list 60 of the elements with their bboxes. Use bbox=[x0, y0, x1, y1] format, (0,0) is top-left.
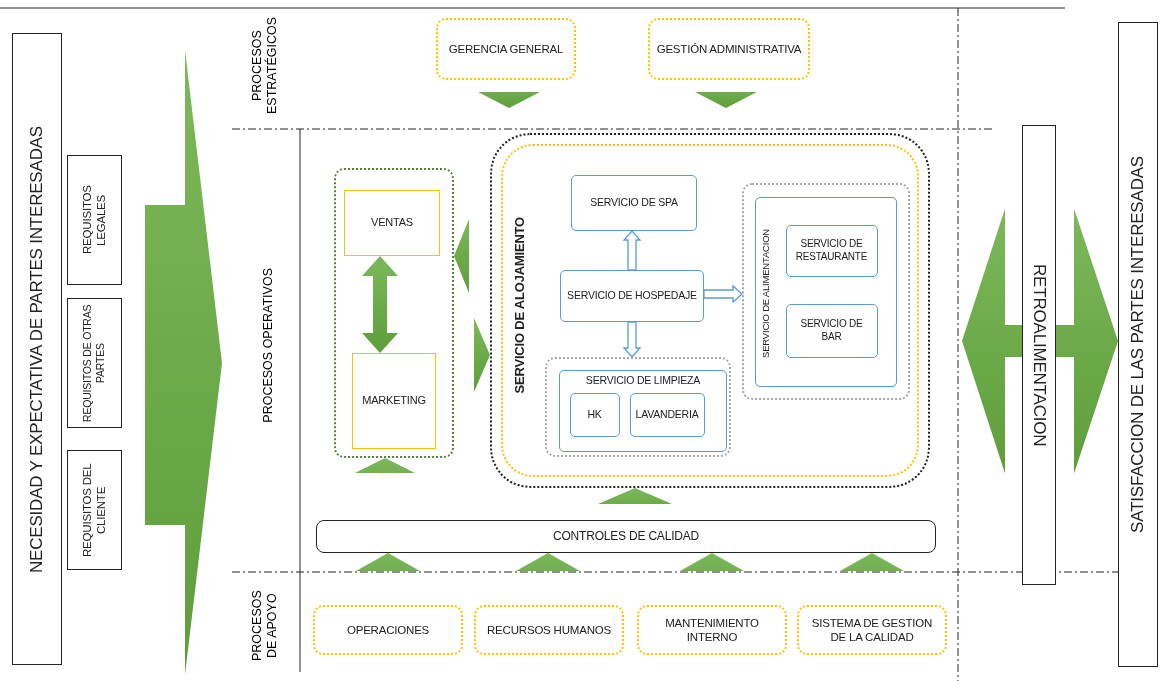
process-label: SISTEMA DE GESTION DE LA CALIDAD bbox=[810, 615, 934, 645]
outcome-box bbox=[1118, 22, 1158, 667]
feedback-box bbox=[1022, 125, 1056, 585]
process-box bbox=[344, 190, 440, 256]
group-box bbox=[545, 357, 731, 457]
process-label: GESTIÓN ADMINISTRATIVA bbox=[656, 41, 802, 57]
band-label: PROCESOS DE APOYO bbox=[250, 589, 280, 664]
process-label: RETROALIMENTACION bbox=[1028, 263, 1050, 447]
process-box bbox=[560, 270, 704, 322]
process-label: SERVICIO DE BAR bbox=[799, 318, 864, 343]
process-box bbox=[436, 18, 576, 80]
arrow bbox=[703, 284, 743, 304]
band-label: PROCESOS OPERATIVOS bbox=[260, 267, 276, 423]
process-label: REQUISITOS DEL CLIENTE bbox=[80, 462, 109, 559]
band-label: PROCESOS ESTRATÉGICOS bbox=[250, 16, 280, 116]
process-box bbox=[352, 353, 436, 449]
requirement-box bbox=[67, 450, 122, 570]
process-box bbox=[648, 18, 810, 80]
process-box bbox=[797, 605, 947, 655]
double-arrow bbox=[362, 256, 398, 353]
arrow bbox=[1056, 208, 1118, 474]
group-box bbox=[334, 168, 454, 458]
process-box bbox=[571, 175, 697, 231]
process-label: MANTENIMIENTO INTERNO bbox=[664, 615, 760, 645]
process-label: GERENCIA GENERAL bbox=[448, 41, 564, 57]
arrow bbox=[962, 208, 1022, 474]
group-box bbox=[755, 197, 897, 387]
process-box bbox=[569, 392, 620, 437]
process-label: REQUISITOS DE OTRAS PARTES bbox=[81, 304, 108, 422]
process-box bbox=[316, 520, 936, 553]
process-label: REQUISITOS LEGALES bbox=[80, 184, 109, 257]
process-label: NECESIDAD Y EXPECTATIVA DE PARTES INTERESADAS bbox=[26, 125, 48, 573]
process-label: SERVICIO DE HOSPEDAJE bbox=[567, 289, 697, 303]
group-title: SERVICIO DE ALOJAMIENTO bbox=[512, 216, 528, 394]
stakeholder-needs-box bbox=[12, 33, 62, 665]
group-box bbox=[559, 370, 727, 452]
process-label: SERVICIO DE SPA bbox=[590, 196, 678, 210]
group-title: SERVICIO DE ALIMENTACION bbox=[760, 228, 772, 358]
process-box bbox=[629, 392, 705, 437]
process-label: SERVICIO DE RESTAURANTE bbox=[794, 238, 869, 263]
process-label: OPERACIONES bbox=[346, 622, 430, 638]
process-box bbox=[313, 605, 463, 655]
group-title: SERVICIO DE LIMPIEZA bbox=[584, 374, 702, 388]
requirement-box bbox=[67, 298, 122, 428]
process-label: LAVANDERIA bbox=[635, 407, 699, 422]
process-label: SATISFACCION DE LAS PARTES INTERESADAS bbox=[1127, 156, 1149, 533]
requirement-box bbox=[67, 155, 122, 285]
arrow bbox=[622, 230, 642, 271]
process-label: MARKETING bbox=[362, 394, 426, 408]
process-box bbox=[785, 224, 878, 277]
process-box bbox=[785, 303, 878, 358]
process-label: CONTROLES DE CALIDAD bbox=[553, 529, 699, 544]
group-box bbox=[490, 133, 930, 488]
group-box bbox=[742, 183, 910, 400]
process-box bbox=[637, 605, 787, 655]
process-label: HK bbox=[587, 407, 602, 422]
process-box bbox=[474, 605, 624, 655]
arrow bbox=[622, 321, 642, 358]
process-label: VENTAS bbox=[371, 216, 413, 230]
process-label: RECURSOS HUMANOS bbox=[487, 622, 611, 638]
